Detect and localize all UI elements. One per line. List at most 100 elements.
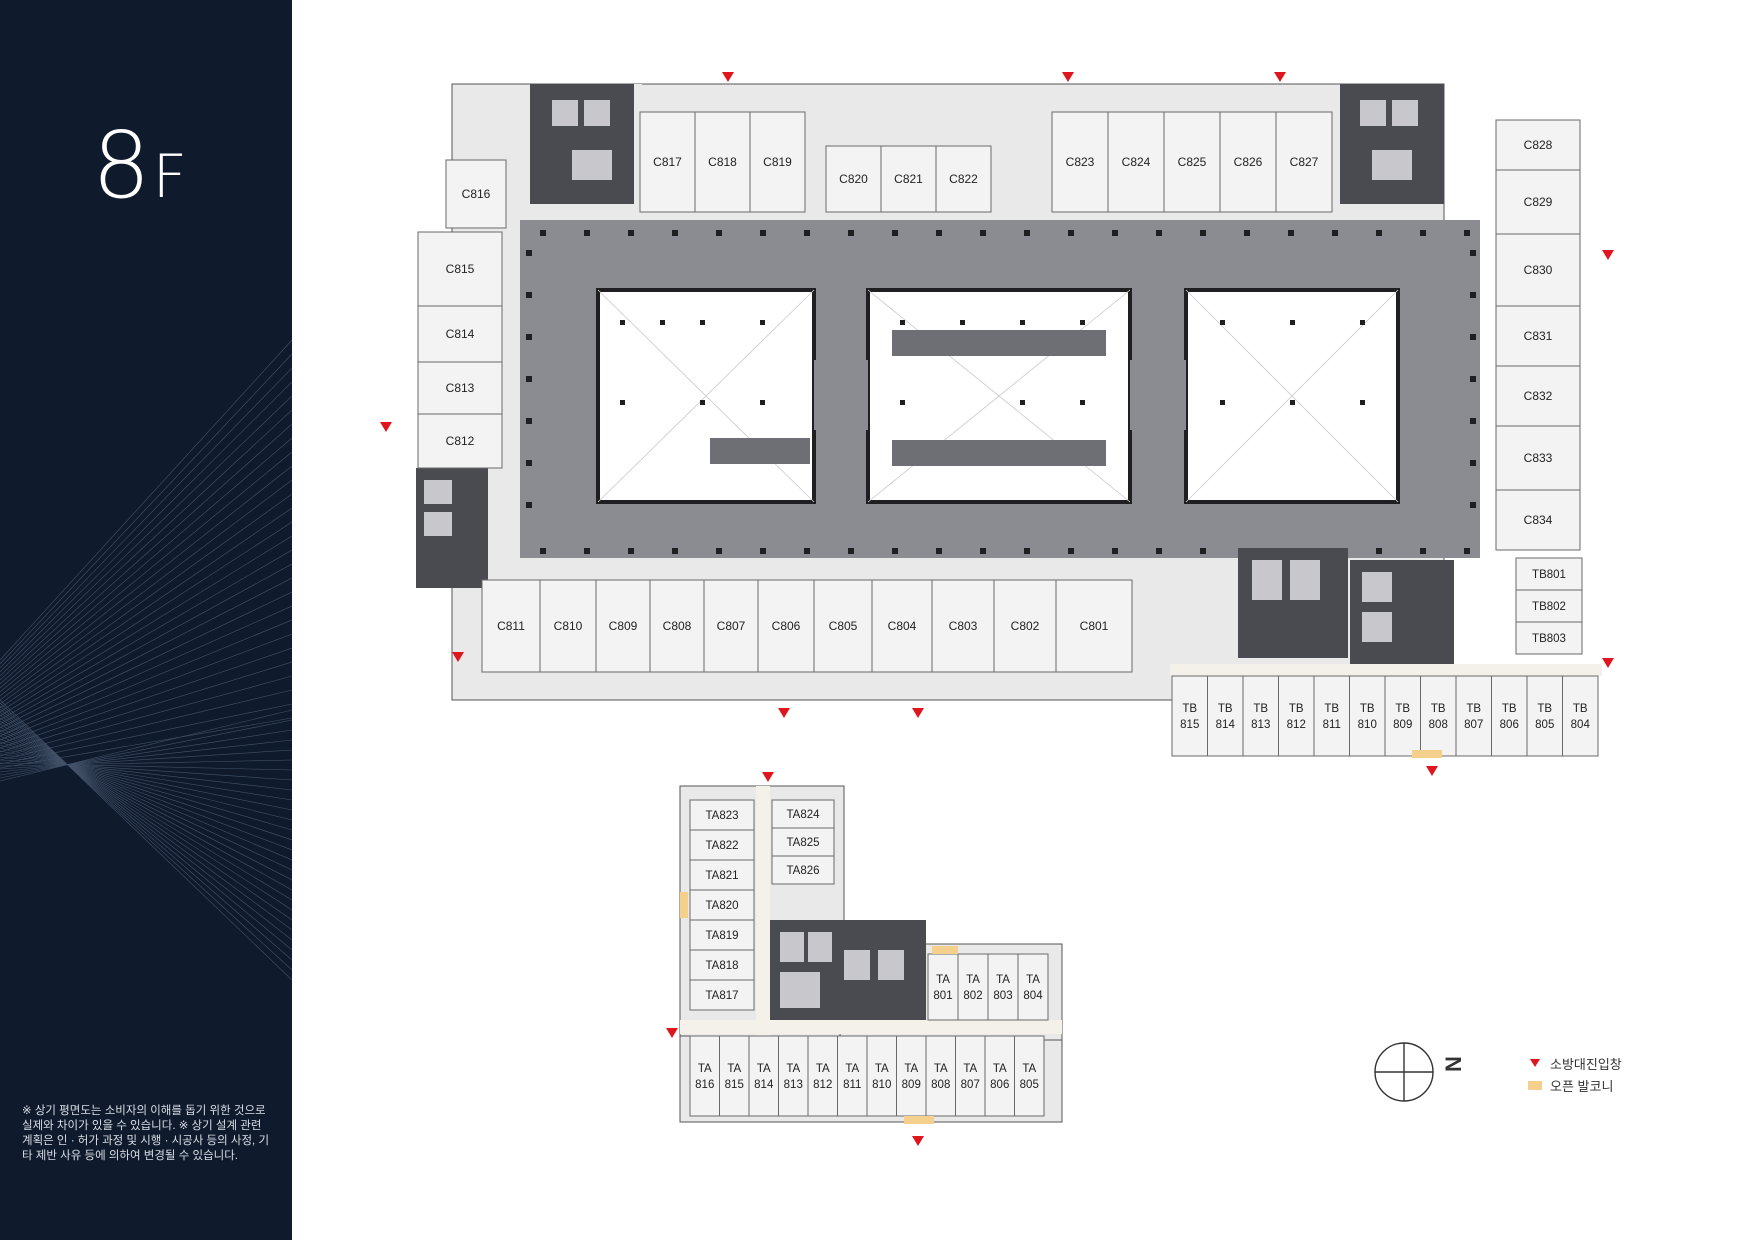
unit-number: 811 xyxy=(843,1079,861,1091)
ta-corridor-h xyxy=(680,1020,1062,1034)
unit-label: C815 xyxy=(446,262,475,276)
unit-tb810 xyxy=(1349,675,1386,757)
unit-ta804 xyxy=(1017,953,1049,1021)
unit-prefix: TA xyxy=(996,974,1010,986)
unit-c812 xyxy=(417,413,503,469)
unit-prefix: TA xyxy=(1022,1063,1036,1075)
void-cross-lines xyxy=(597,289,1399,503)
unit-label: TA824 xyxy=(786,809,820,821)
core-top-left xyxy=(530,84,634,204)
fire-entry-marker xyxy=(912,1136,924,1146)
unit-prefix: TB xyxy=(1182,703,1197,715)
unit-prefix: TA xyxy=(966,974,980,986)
unit-c823 xyxy=(1051,111,1109,213)
unit-tb813 xyxy=(1242,675,1279,757)
ta-core-details xyxy=(780,932,904,1008)
ramp-upper xyxy=(892,330,1106,356)
unit-c803 xyxy=(931,579,995,673)
bridge-right xyxy=(1130,360,1186,430)
unit-label: TA819 xyxy=(705,930,738,942)
unit-tb808 xyxy=(1420,675,1457,757)
unit-c804 xyxy=(871,579,933,673)
unit-ta826 xyxy=(771,855,835,885)
unit-ta805 xyxy=(1014,1035,1045,1117)
columns xyxy=(526,230,1476,554)
fire-entry-marker xyxy=(380,422,392,432)
unit-label: C806 xyxy=(772,619,801,633)
unit-c830 xyxy=(1495,233,1581,307)
unit-prefix: TA xyxy=(786,1063,800,1075)
unit-ta816 xyxy=(689,1035,720,1117)
unit-number: 812 xyxy=(813,1079,832,1091)
unit-label: C826 xyxy=(1234,155,1263,169)
open-balconies xyxy=(680,750,1442,1124)
unit-label: C817 xyxy=(653,155,682,169)
core-details xyxy=(424,100,1418,642)
unit-c819 xyxy=(749,111,806,213)
floor-number: 8 xyxy=(92,112,151,219)
unit-number: 813 xyxy=(784,1079,803,1091)
ramp-left xyxy=(710,438,810,464)
unit-c801 xyxy=(1055,579,1133,673)
unit-label: C830 xyxy=(1524,263,1553,277)
fire-entry-marker xyxy=(452,652,464,662)
unit-c827 xyxy=(1275,111,1333,213)
unit-label: C805 xyxy=(829,619,858,633)
unit-tb807 xyxy=(1455,675,1492,757)
fire-entry-marker xyxy=(912,708,924,718)
unit-ta812 xyxy=(807,1035,838,1117)
unit-ta824 xyxy=(771,799,835,829)
unit-prefix: TB xyxy=(1253,703,1268,715)
floor-suffix: F xyxy=(152,142,188,212)
unit-label: C827 xyxy=(1290,155,1319,169)
unit-c809 xyxy=(595,579,651,673)
unit-label: C818 xyxy=(708,155,737,169)
fire-entry-marker xyxy=(778,708,790,718)
ta-units: TA823TA822TA821TA820TA819TA818TA817TA824… xyxy=(689,799,1049,1117)
unit-label: C804 xyxy=(888,619,917,633)
unit-prefix: TA xyxy=(727,1063,741,1075)
unit-prefix: TB xyxy=(1324,703,1339,715)
unit-prefix: TA xyxy=(816,1063,830,1075)
north-compass: N xyxy=(1374,1042,1466,1102)
unit-number: 804 xyxy=(1571,719,1591,731)
legend-open-balcony-label: 오픈 발코니 xyxy=(1550,1078,1614,1094)
unit-ta808 xyxy=(925,1035,956,1117)
unit-label: TA826 xyxy=(786,865,819,877)
unit-c811 xyxy=(481,579,541,673)
unit-label: C824 xyxy=(1122,155,1151,169)
unit-c808 xyxy=(649,579,705,673)
disclaimer-text: ※ 상기 평면도는 소비자의 이해를 돕기 위한 것으로 실제와 차이가 있을 … xyxy=(22,1105,270,1162)
unit-number: 807 xyxy=(961,1079,980,1091)
unit-ta801 xyxy=(927,953,959,1021)
unit-c813 xyxy=(417,361,503,415)
unit-prefix: TB xyxy=(1218,703,1233,715)
unit-label: TA825 xyxy=(786,837,819,849)
unit-ta806 xyxy=(984,1035,1015,1117)
unit-tb809 xyxy=(1384,675,1421,757)
unit-number: 811 xyxy=(1323,719,1341,731)
unit-ta811 xyxy=(837,1035,868,1117)
legend-fire-entry: 소방대진입창 xyxy=(1528,1052,1622,1074)
unit-prefix: TA xyxy=(845,1063,859,1075)
unit-number: 801 xyxy=(933,990,952,1002)
unit-tb803 xyxy=(1515,621,1583,655)
unit-label: C833 xyxy=(1524,451,1553,465)
legend: 소방대진입창 오픈 발코니 xyxy=(1528,1052,1622,1096)
tb-corridor xyxy=(1170,664,1602,676)
decorative-lines xyxy=(0,339,292,981)
unit-label: C829 xyxy=(1524,195,1553,209)
unit-ta815 xyxy=(719,1035,750,1117)
open-balcony xyxy=(904,1116,934,1124)
unit-tb815 xyxy=(1171,675,1208,757)
unit-c828 xyxy=(1495,119,1581,171)
unit-number: 805 xyxy=(1535,719,1554,731)
unit-c822 xyxy=(935,145,992,213)
ramp-lower xyxy=(892,440,1106,466)
unit-number: 804 xyxy=(1023,990,1043,1002)
bridge-left xyxy=(814,360,868,430)
unit-label: TA822 xyxy=(705,840,738,852)
unit-label: C825 xyxy=(1178,155,1207,169)
